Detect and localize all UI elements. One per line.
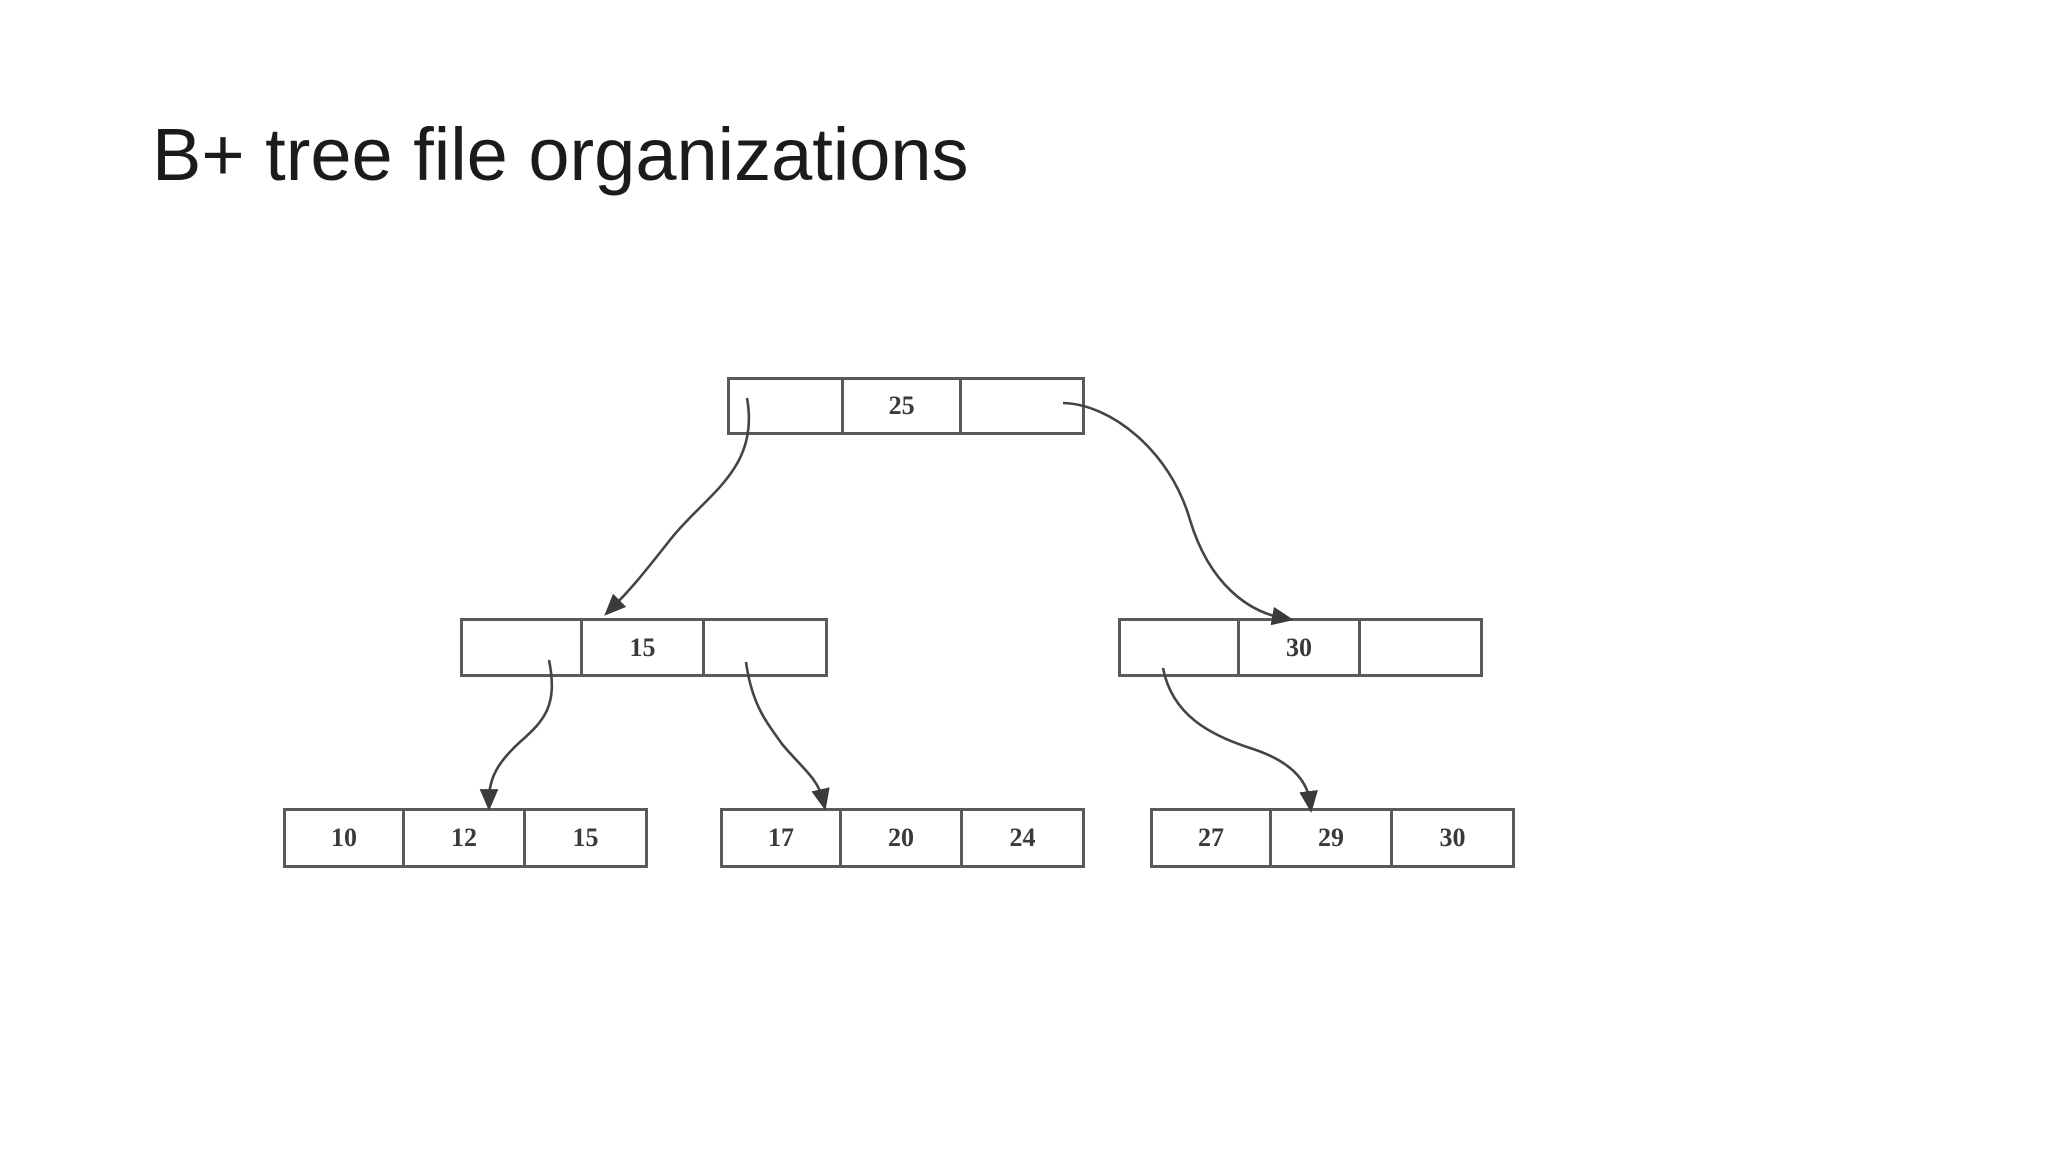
connector-root-to-internal-right <box>1062 401 1294 626</box>
internal-node-right-cell-1: 30 <box>1240 621 1362 674</box>
root-node-cell-2 <box>962 380 1082 432</box>
page-title: B+ tree file organizations <box>152 113 969 196</box>
leaf-node-3-cell-0: 27 <box>1153 811 1273 865</box>
internal-node-left-cell-2 <box>705 621 825 674</box>
leaf-node-1-cell-0: 10 <box>286 811 406 865</box>
connector-internal-left-to-leaf-1 <box>479 659 554 811</box>
internal-node-left-cell-1: 15 <box>583 621 706 674</box>
root-node-cell-1: 25 <box>844 380 963 432</box>
root-node[interactable]: 25 <box>727 377 1085 435</box>
connector-internal-left-to-leaf-2 <box>744 661 830 811</box>
leaf-node-2-cell-1: 20 <box>842 811 964 865</box>
internal-node-left-cell-0 <box>463 621 584 674</box>
internal-node-right-cell-2 <box>1361 621 1480 674</box>
root-node-cell-0 <box>730 380 845 432</box>
leaf-node-3-cell-2: 30 <box>1439 823 1466 852</box>
leaf-node-2-cell-2: 24 <box>1009 823 1036 852</box>
leaf-node-3-cell-1: 29 <box>1272 811 1394 865</box>
internal-node-right-cell-0 <box>1121 621 1241 674</box>
leaf-node-2-cell-0: 17 <box>723 811 843 865</box>
leaf-node-3[interactable]: 27 29 30 <box>1150 808 1515 868</box>
connector-internal-right-to-leaf-3 <box>1161 667 1318 813</box>
internal-node-right[interactable]: 30 <box>1118 618 1483 677</box>
leaf-node-1-cell-2: 15 <box>572 823 599 852</box>
leaf-node-1[interactable]: 10 12 15 <box>283 808 648 868</box>
internal-node-left[interactable]: 15 <box>460 618 828 677</box>
leaf-node-2[interactable]: 17 20 24 <box>720 808 1085 868</box>
leaf-node-1-cell-1: 12 <box>405 811 527 865</box>
